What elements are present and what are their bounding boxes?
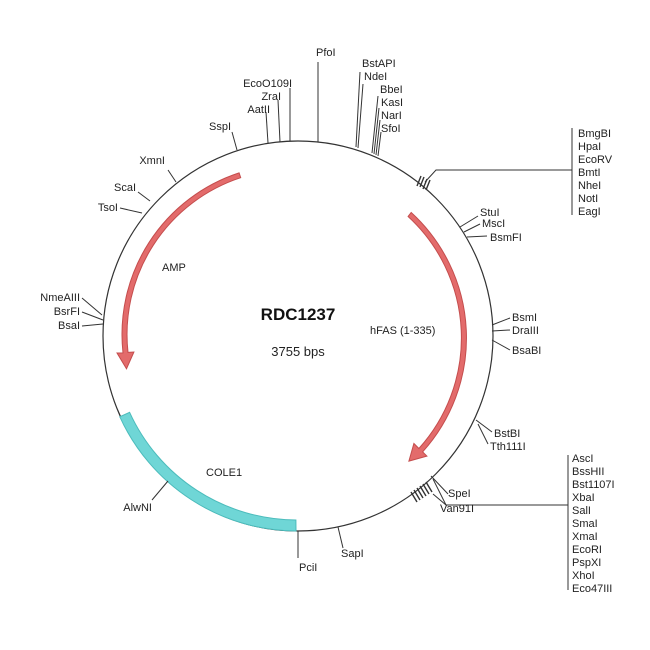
site-bsmi: BsmI — [512, 312, 537, 324]
mcs-bottom-marker — [410, 481, 433, 503]
site-nmeaiii: NmeAIII — [40, 292, 80, 304]
mcs-top-item: EagI — [578, 206, 601, 218]
mcs-bottom-item: BssHII — [572, 466, 604, 478]
site-sapi: SapI — [341, 548, 364, 560]
mcs-bottom-item: XhoI — [572, 570, 595, 582]
mcs-top-item: BmgBI — [578, 128, 611, 140]
plasmid-name: RDC1237 — [261, 305, 336, 324]
site-zrai: ZraI — [261, 91, 281, 103]
site-pfoi: PfoI — [316, 47, 336, 59]
plasmid-size: 3755 bps — [271, 344, 325, 359]
site-tth111i: Tth111I — [490, 441, 526, 453]
mcs-bottom-item: XmaI — [572, 531, 598, 543]
hfas-label: hFAS (1-335) — [370, 325, 435, 337]
site-alwni: AlwNI — [123, 502, 152, 514]
hfas-arrow — [407, 211, 467, 462]
amp-label: AMP — [162, 262, 186, 274]
site-nari: NarI — [381, 110, 402, 122]
site-scai: ScaI — [114, 182, 136, 194]
mcs-top-list: BmgBI HpaI EcoRV BmtI NheI NotI EagI — [578, 128, 613, 218]
mcs-bottom-item: PspXI — [572, 557, 601, 569]
site-leader-lines — [81, 62, 573, 590]
site-sspi: SspI — [209, 121, 231, 133]
mcs-bottom-item: AscI — [572, 453, 593, 465]
site-van91i: Van91I — [440, 503, 474, 515]
mcs-top-item: NheI — [578, 180, 601, 192]
amp-arrow — [116, 172, 242, 370]
mcs-top-item: BmtI — [578, 167, 601, 179]
mcs-bottom-item: Eco47III — [572, 583, 612, 595]
mcs-top-item: EcoRV — [578, 154, 613, 166]
site-aatii: AatII — [247, 104, 270, 116]
site-draiii: DraIII — [512, 325, 539, 337]
mcs-bottom-item: EcoRI — [572, 544, 602, 556]
site-bbei: BbeI — [380, 84, 403, 96]
mcs-top-item: HpaI — [578, 141, 601, 153]
site-tsoi: TsoI — [98, 202, 118, 214]
site-bsabi: BsaBI — [512, 345, 541, 357]
site-sfoi: SfoI — [381, 123, 401, 135]
mcs-bottom-item: Bst1107I — [572, 479, 615, 491]
site-bsmfi: BsmFI — [490, 232, 522, 244]
site-spei: SpeI — [448, 488, 471, 500]
site-bsrfi: BsrFI — [54, 306, 80, 318]
site-bstapi: BstAPI — [362, 58, 396, 70]
mcs-top-marker — [416, 175, 431, 191]
site-pcii: PciI — [299, 562, 317, 574]
site-bsai: BsaI — [58, 320, 80, 332]
site-xmni: XmnI — [139, 155, 165, 167]
site-stui: StuI — [480, 207, 500, 219]
site-bstbi: BstBI — [494, 428, 520, 440]
site-ndei: NdeI — [364, 71, 387, 83]
mcs-bottom-list: AscI BssHII Bst1107I XbaI SalI SmaI XmaI… — [572, 453, 615, 595]
cole1-label: COLE1 — [206, 467, 242, 479]
cole1-feature — [119, 411, 297, 532]
mcs-top-item: NotI — [578, 193, 598, 205]
site-msci: MscI — [482, 218, 505, 230]
mcs-bottom-item: SmaI — [572, 518, 598, 530]
mcs-bottom-item: SalI — [572, 505, 591, 517]
site-kasi: KasI — [381, 97, 403, 109]
mcs-bottom-item: XbaI — [572, 492, 595, 504]
site-eco0109i: EcoO109I — [243, 78, 292, 90]
